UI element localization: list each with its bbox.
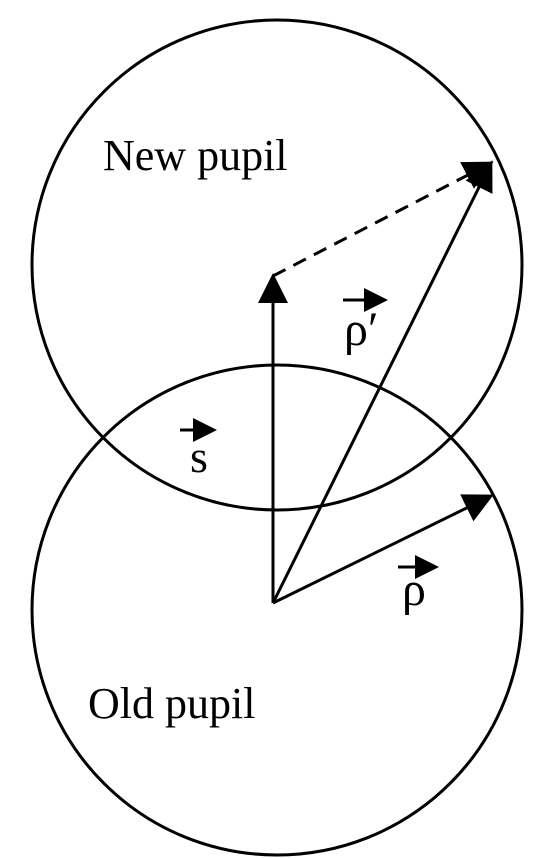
vector-rho-prime-label: ρ′ <box>344 303 378 356</box>
vector-rho-label: ρ <box>402 563 426 616</box>
new-pupil-label: New pupil <box>103 131 288 180</box>
vector-rho-prime-arrow <box>271 160 493 604</box>
translated-rho-dashed-arrow <box>272 161 494 278</box>
vector-rho-arrow <box>272 494 494 605</box>
new-pupil-circle <box>30 18 524 512</box>
vector-s-label: s <box>190 431 208 482</box>
old-pupil-label: Old pupil <box>88 679 255 728</box>
old-pupil-circle <box>30 363 524 857</box>
